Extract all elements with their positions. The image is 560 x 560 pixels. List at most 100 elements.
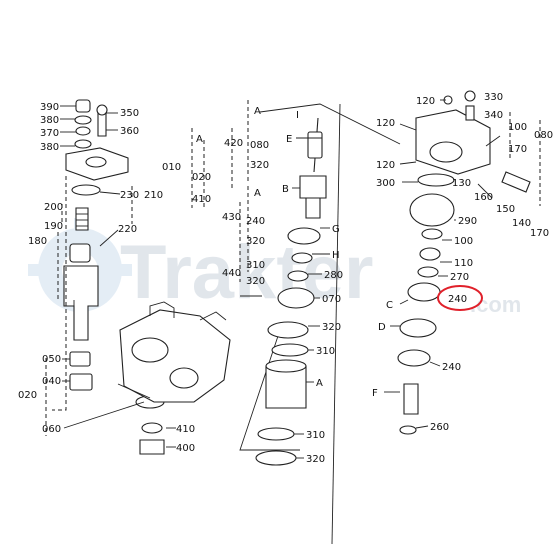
part-380b <box>74 139 92 149</box>
label-380b: 380 <box>40 142 59 153</box>
label-group-410: 410 <box>192 194 211 205</box>
left-assembly <box>45 99 133 436</box>
label-420: 420 <box>224 138 243 149</box>
label-230: 230 <box>120 190 139 201</box>
part-labels: 390 380 370 380 350 360 230 210 200 190 … <box>18 92 553 465</box>
part-E <box>307 131 323 159</box>
part-valve-shaft <box>63 265 99 341</box>
part-B-spring <box>305 197 321 219</box>
label-170a: 170 <box>508 144 527 155</box>
label-320a: 320 <box>322 322 341 333</box>
label-390: 390 <box>40 102 59 113</box>
label-270: 270 <box>450 272 469 283</box>
label-140: 140 <box>512 218 531 229</box>
label-160: 160 <box>474 192 493 203</box>
label-370: 370 <box>40 128 59 139</box>
label-320b: 320 <box>306 454 325 465</box>
label-C: C <box>386 300 393 311</box>
part-400-nut <box>139 439 165 455</box>
label-I: I <box>296 110 299 121</box>
label-240b: 240 <box>442 362 461 373</box>
part-040 <box>69 373 93 391</box>
label-group-320c: 320 <box>246 276 265 287</box>
piston-top <box>265 359 307 373</box>
part-380a <box>74 115 92 125</box>
label-110: 110 <box>454 258 473 269</box>
label-400: 400 <box>176 443 195 454</box>
label-100b: 100 <box>454 236 473 247</box>
part-300-ring <box>417 173 455 187</box>
label-410: 410 <box>176 424 195 435</box>
label-060: 060 <box>42 424 61 435</box>
label-group-240: 240 <box>246 216 265 227</box>
label-280: 280 <box>324 270 343 281</box>
label-G: G <box>332 224 340 235</box>
label-120c: 120 <box>376 160 395 171</box>
label-130: 130 <box>452 178 471 189</box>
part-230-oring <box>71 184 101 196</box>
label-310a: 310 <box>316 346 335 357</box>
assembly-groups <box>191 100 262 297</box>
label-170b: 170 <box>530 228 549 239</box>
part-270 <box>417 266 439 278</box>
label-group-310: 310 <box>246 260 265 271</box>
part-050 <box>69 351 91 367</box>
label-210: 210 <box>144 190 163 201</box>
part-330 <box>464 90 476 102</box>
label-group-320b: 320 <box>246 236 265 247</box>
label-020a: 020 <box>18 390 37 401</box>
part-G <box>287 227 321 245</box>
label-080: 080 <box>250 140 269 151</box>
label-080-right: 080 <box>534 130 553 141</box>
part-070 <box>277 287 315 309</box>
part-C <box>407 282 441 302</box>
part-340 <box>465 105 475 121</box>
label-B: B <box>282 184 289 195</box>
part-F <box>403 383 419 415</box>
label-group-A2: A <box>254 106 261 117</box>
left-bottom-parts <box>63 395 176 455</box>
label-260: 260 <box>430 422 449 433</box>
part-410 <box>141 422 163 434</box>
label-290: 290 <box>458 216 477 227</box>
label-020: 020 <box>192 172 211 183</box>
housing-port <box>169 367 199 389</box>
label-430: 430 <box>222 212 241 223</box>
label-330: 330 <box>484 92 503 103</box>
part-370 <box>75 126 91 136</box>
right-housing <box>415 109 491 175</box>
part-100b <box>421 228 443 240</box>
part-320b <box>255 450 297 466</box>
label-group-A3: A <box>254 188 261 199</box>
label-350: 350 <box>120 108 139 119</box>
label-D: D <box>378 322 386 333</box>
label-010: 010 <box>162 162 181 173</box>
label-120a: 120 <box>416 96 435 107</box>
label-F: F <box>372 388 378 399</box>
label-440: 440 <box>222 268 241 279</box>
label-220: 220 <box>118 224 137 235</box>
highlight-circle <box>437 285 483 311</box>
part-240b <box>397 349 431 367</box>
part-190-spring <box>75 207 89 231</box>
label-100a: 100 <box>508 122 527 133</box>
label-070: 070 <box>322 294 341 305</box>
part-110 <box>419 247 441 261</box>
trakter-watermark: Trakter .com <box>28 218 521 322</box>
label-240a: 240 <box>448 294 467 305</box>
label-group-A1: A <box>196 134 203 145</box>
label-300: 300 <box>376 178 395 189</box>
label-340: 340 <box>484 110 503 121</box>
part-H <box>291 252 313 264</box>
part-390 <box>75 99 91 113</box>
housing-bore <box>131 337 169 363</box>
cover-bore <box>85 156 107 168</box>
part-350-head <box>96 104 108 116</box>
middle-assembly <box>239 103 401 545</box>
label-group-320a: 320 <box>250 160 269 171</box>
steering-housing <box>117 301 231 403</box>
label-H: H <box>332 250 340 261</box>
label-120b: 120 <box>376 118 395 129</box>
right-housing-bore <box>429 141 463 163</box>
